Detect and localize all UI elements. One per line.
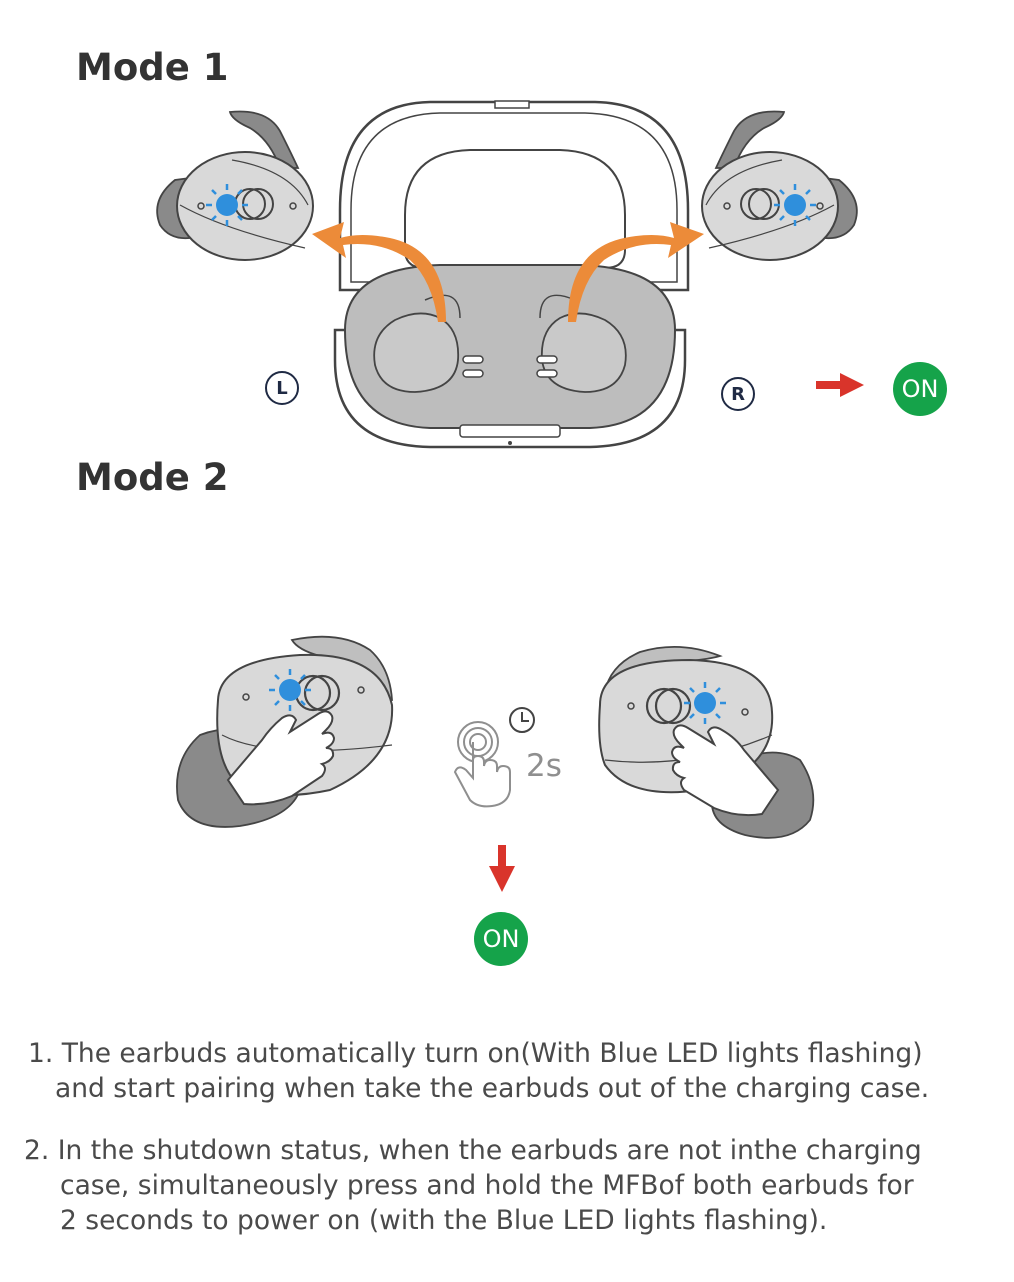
led-flash-icon: [684, 682, 726, 724]
right-side-label: R: [721, 377, 755, 411]
mode-2-title: Mode 2: [76, 456, 229, 499]
right-earbud: [701, 110, 858, 261]
left-earbud: [156, 110, 314, 261]
mode-1-on-badge: ON: [893, 362, 947, 416]
clock-icon: [509, 707, 535, 733]
arrow-down-icon: [489, 845, 515, 892]
led-flash-icon: [774, 184, 816, 226]
arrow-right-icon: [816, 373, 864, 397]
instruction-2-line-2: case, simultaneously press and hold the …: [60, 1170, 914, 1201]
remove-left-arrow: [312, 222, 446, 322]
charging-case-base: [333, 264, 687, 449]
instruction-2-line-3: 2 seconds to power on (with the Blue LED…: [60, 1205, 828, 1236]
mode-1-title: Mode 1: [76, 46, 229, 89]
mode-1-illustration: [156, 100, 864, 449]
instruction-2: 2. In the shutdown status, when the earb…: [24, 1133, 922, 1238]
instruction-1: 1. The earbuds automatically turn on(Wit…: [28, 1036, 929, 1106]
mode-2-illustration: [176, 635, 815, 892]
remove-right-arrow: [568, 222, 704, 322]
charging-case-lid: [338, 100, 690, 292]
instruction-1-line-2: and start pairing when take the earbuds …: [55, 1073, 930, 1104]
instruction-1-line-1: 1. The earbuds automatically turn on(Wit…: [28, 1038, 923, 1069]
mode-2-on-badge: ON: [474, 912, 528, 966]
left-side-label: L: [265, 371, 299, 405]
instruction-2-line-1: 2. In the shutdown status, when the earb…: [24, 1135, 922, 1166]
press-finger-icon: [453, 721, 511, 808]
hold-duration-label: 2s: [526, 748, 562, 784]
led-flash-icon: [269, 669, 311, 711]
hand-press-icon: [226, 710, 336, 806]
hand-press-icon: [670, 724, 780, 817]
led-flash-icon: [206, 184, 248, 226]
